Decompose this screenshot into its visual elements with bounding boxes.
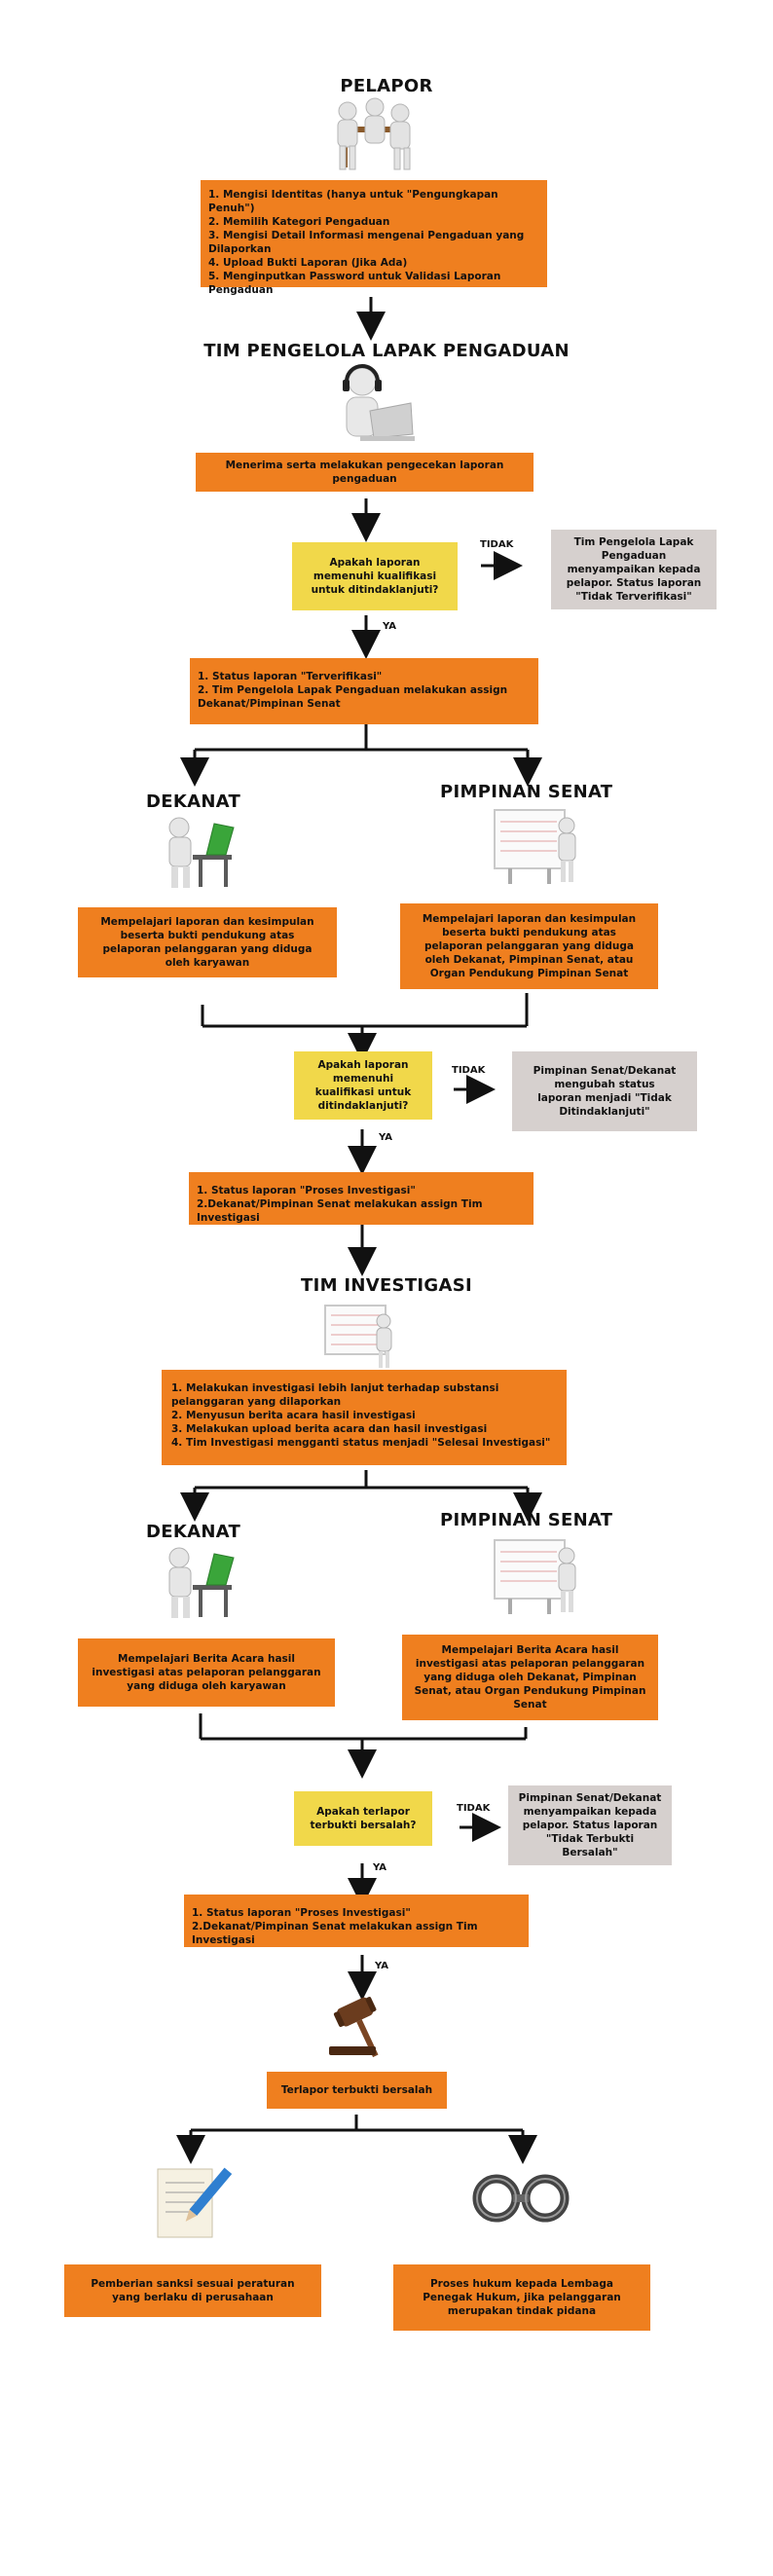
tim-investigasi-title: TIM INVESTIGASI <box>301 1275 472 1296</box>
people-meeting-icon <box>337 97 411 170</box>
qualification-question-1: Apakah laporan memenuhi kualifikasi untu… <box>292 542 458 610</box>
no-label-1: TIDAK <box>480 539 514 550</box>
investigation-assign-box-2: 1. Status laporan "Proses Investigasi" 2… <box>184 1895 529 1947</box>
assign-step: 2.Dekanat/Pimpinan Senat melakukan assig… <box>192 1921 478 1946</box>
senat-review-1: Mempelajari laporan dan kesimpulan beser… <box>400 903 658 989</box>
pelapor-step: 4. Upload Bukti Laporan (Jika Ada) <box>208 257 408 269</box>
senat-review-2: Mempelajari Berita Acara hasil investiga… <box>402 1635 658 1720</box>
yes-label-1: YA <box>383 621 397 632</box>
investigation-assign-box-1: 1. Status laporan "Proses Investigasi" 2… <box>189 1172 534 1225</box>
pimpinan-senat-title-2: PIMPINAN SENAT <box>440 1510 613 1530</box>
pelapor-step: 2. Memilih Kategori Pengaduan <box>208 216 390 228</box>
pelapor-step: 1. Mengisi Identitas (hanya untuk "Pengu… <box>208 189 498 214</box>
pelapor-steps-box: 1. Mengisi Identitas (hanya untuk "Pengu… <box>201 180 547 296</box>
person-at-desk-icon <box>168 1547 235 1618</box>
no-label-2: TIDAK <box>452 1065 486 1076</box>
pelapor-title: PELAPOR <box>340 76 433 96</box>
yes-label-2: YA <box>379 1132 393 1143</box>
investigation-step: 2. Menyusun berita acara hasil investiga… <box>171 1410 416 1421</box>
assign-step: 1. Status laporan "Proses Investigasi" <box>197 1185 416 1196</box>
investigation-step: 1. Melakukan investigasi lebih lanjut te… <box>171 1382 499 1408</box>
pimpinan-senat-title-1: PIMPINAN SENAT <box>440 782 613 802</box>
not-followed-up-box: Pimpinan Senat/Dekanat mengubah status l… <box>512 1051 697 1131</box>
sanction-box: Pemberian sanksi sesuai peraturan yang b… <box>64 2264 321 2317</box>
yes-label-4: YA <box>375 1961 389 1971</box>
dekanat-review-2: Mempelajari Berita Acara hasil investiga… <box>78 1638 335 1707</box>
receive-report-box: Menerima serta melakukan pengecekan lapo… <box>196 453 534 492</box>
investigation-step: 3. Melakukan upload berita acara dan has… <box>171 1423 488 1435</box>
verified-step: 1. Status laporan "Terverifikasi" <box>198 671 383 682</box>
legal-process-box: Proses hukum kepada Lembaga Penegak Huku… <box>393 2264 650 2331</box>
pelapor-step: 5. Menginputkan Password untuk Validasi … <box>208 271 501 296</box>
gavel-icon <box>329 1997 379 2058</box>
investigation-steps-box: 1. Melakukan investigasi lebih lanjut te… <box>162 1370 567 1465</box>
assign-step: 1. Status laporan "Proses Investigasi" <box>192 1907 411 1919</box>
assign-step: 2.Dekanat/Pimpinan Senat melakukan assig… <box>197 1198 483 1224</box>
investigation-step: 4. Tim Investigasi mengganti status menj… <box>171 1437 551 1449</box>
dekanat-title-1: DEKANAT <box>146 791 241 812</box>
yes-label-3: YA <box>373 1862 387 1873</box>
person-at-desk-icon <box>168 817 235 888</box>
document-pen-icon <box>157 2167 233 2238</box>
dekanat-review-1: Mempelajari laporan dan kesimpulan beser… <box>78 907 337 977</box>
guilty-question: Apakah terlapor terbukti bersalah? <box>294 1791 432 1846</box>
not-guilty-box: Pimpinan Senat/Dekanat menyampaikan kepa… <box>508 1785 672 1865</box>
no-label-3: TIDAK <box>457 1803 491 1814</box>
person-with-board-icon <box>324 1305 392 1368</box>
headset-laptop-icon <box>343 364 415 441</box>
verified-step: 2. Tim Pengelola Lapak Pengaduan melakuk… <box>198 684 508 710</box>
not-verified-box: Tim Pengelola Lapak Pengaduan menyampaik… <box>551 530 717 609</box>
pelapor-step: 3. Mengisi Detail Informasi mengenai Pen… <box>208 230 525 255</box>
guilty-box: Terlapor terbukti bersalah <box>267 2072 447 2109</box>
tim-pengelola-title: TIM PENGELOLA LAPAK PENGADUAN <box>203 341 570 361</box>
handcuffs-icon <box>472 2174 570 2223</box>
verified-steps-box: 1. Status laporan "Terverifikasi" 2. Tim… <box>190 658 538 724</box>
dekanat-title-2: DEKANAT <box>146 1522 241 1542</box>
person-with-board-icon <box>494 809 576 884</box>
person-with-board-icon <box>494 1539 576 1614</box>
qualification-question-2: Apakah laporan memenuhi kualifikasi untu… <box>294 1051 432 1120</box>
